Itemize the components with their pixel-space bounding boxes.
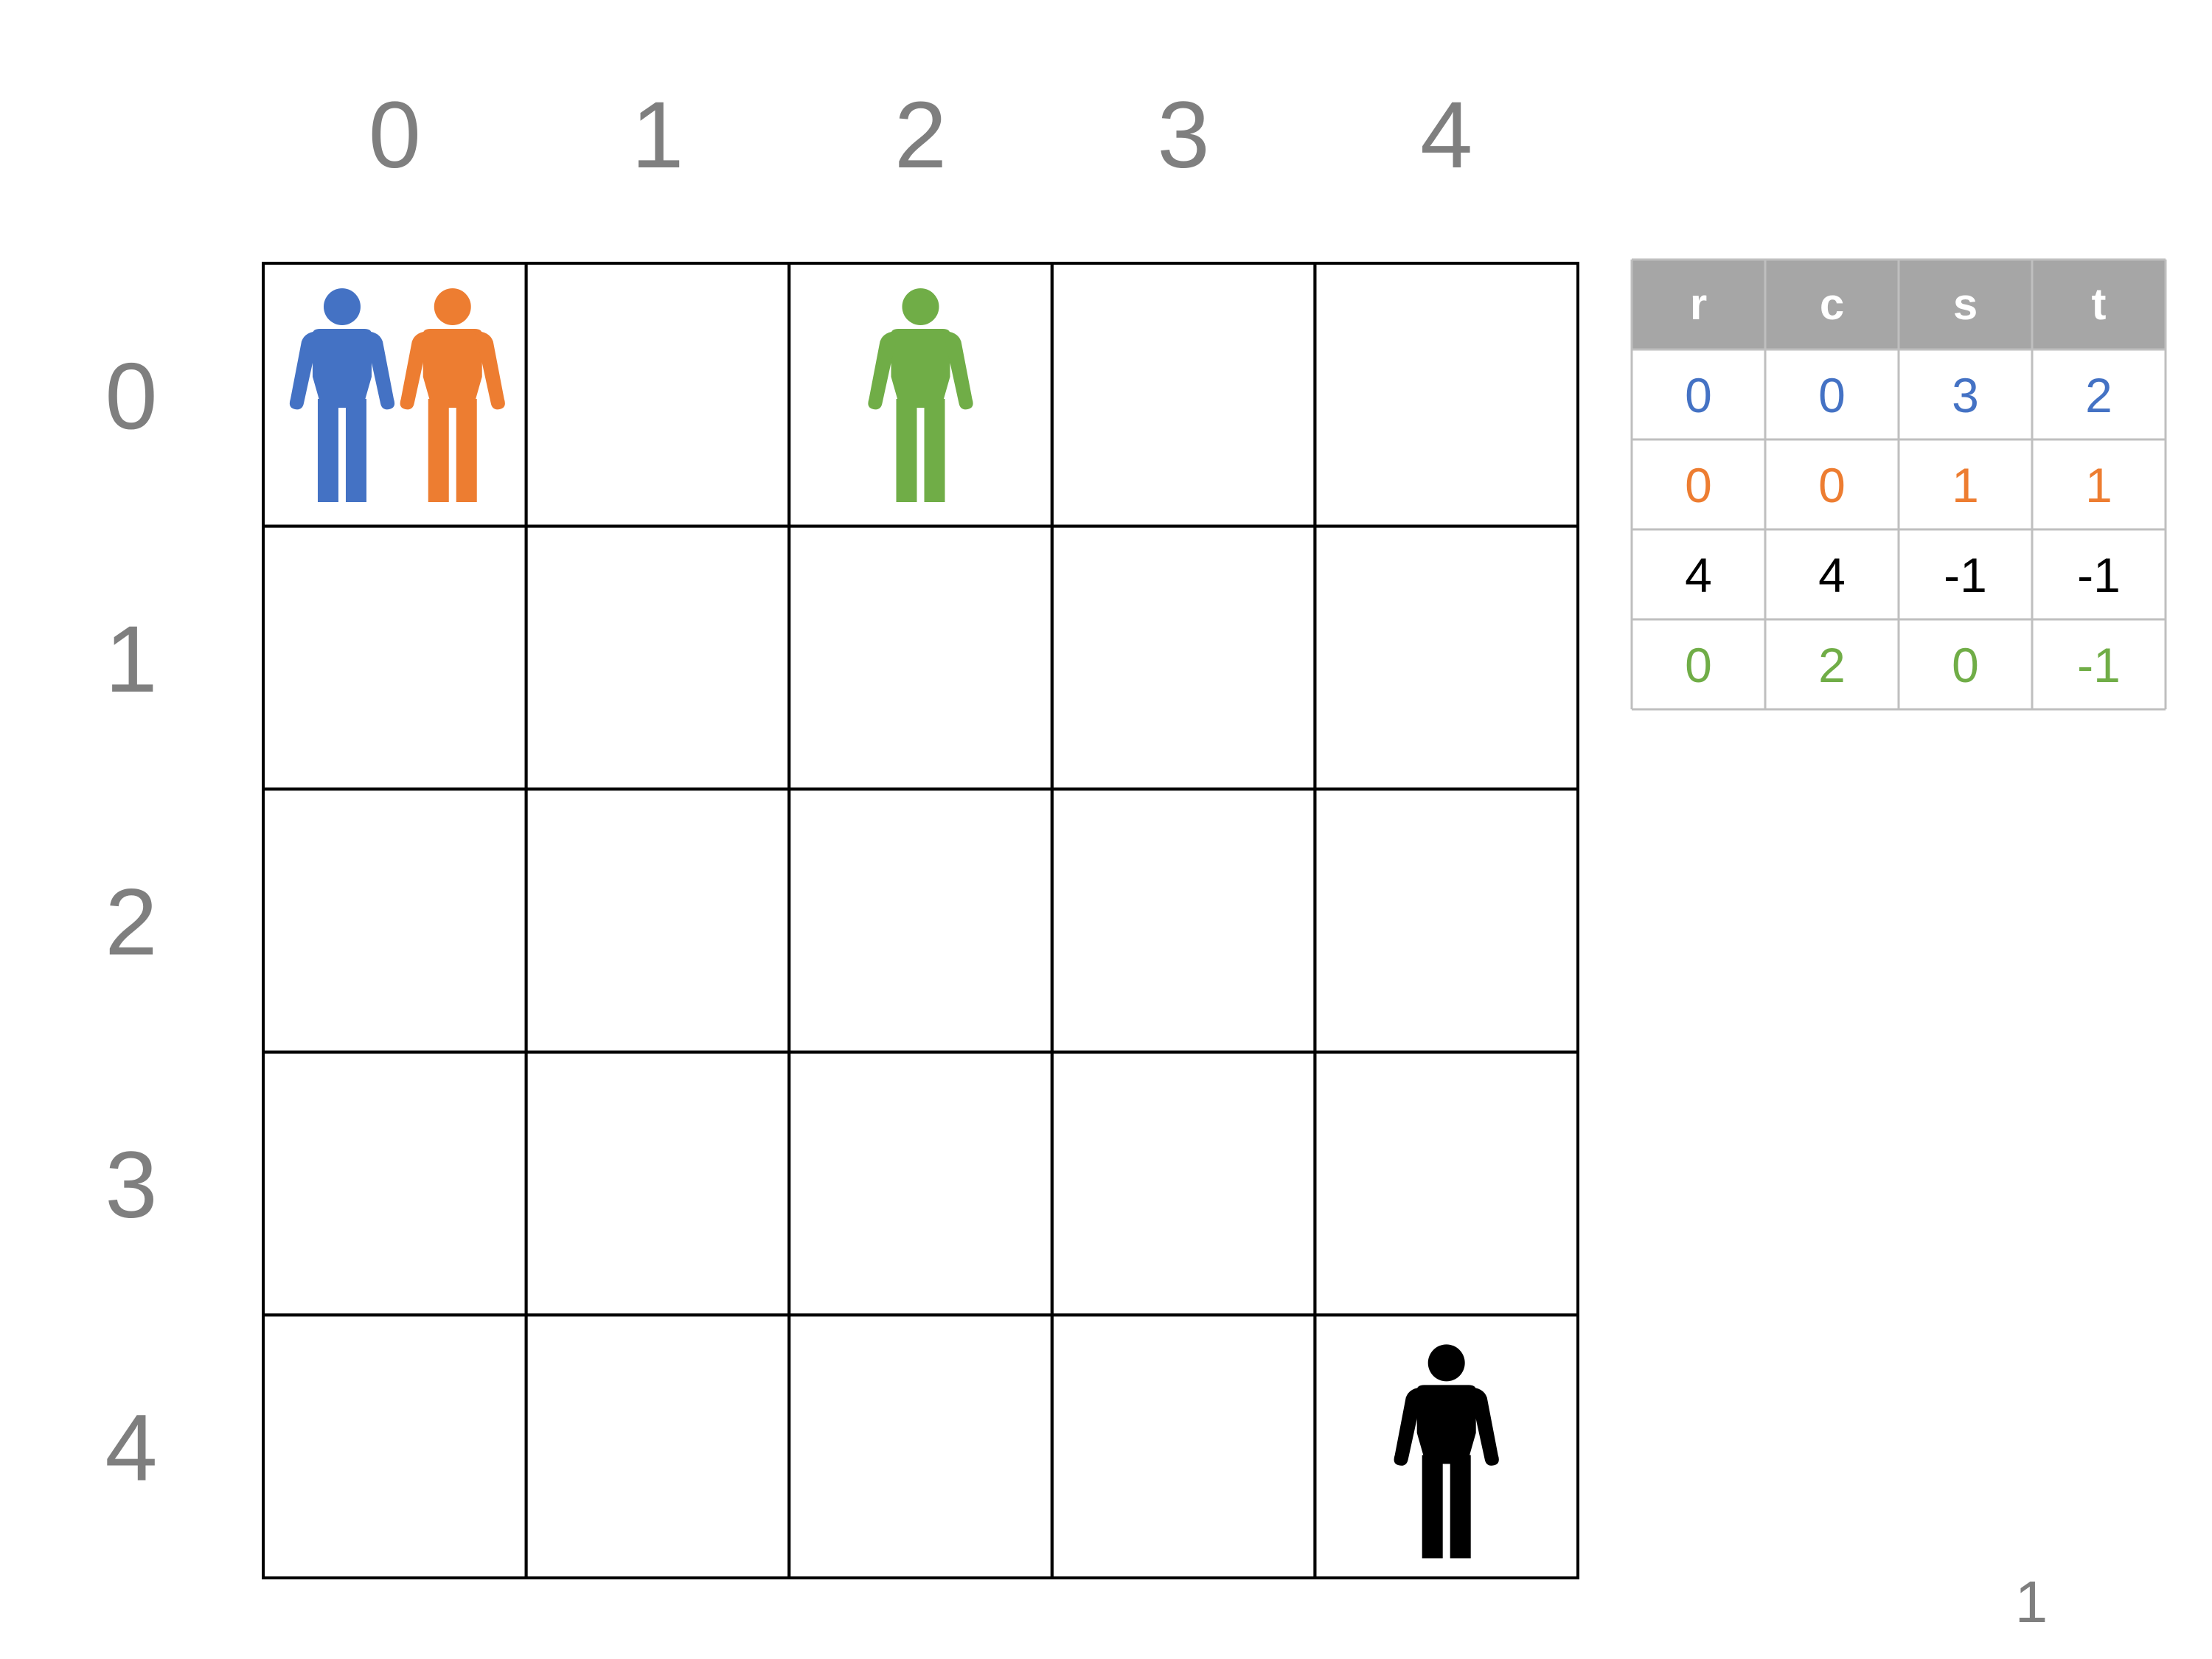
people — [289, 288, 1499, 1559]
state-table: r c s t 0 0 3 2 0 0 1 1 4 4 -1 -1 0 2 0 -1 — [1630, 258, 2167, 711]
grid-cell-1-3 — [1050, 524, 1317, 791]
grid-cell-2-4 — [1313, 787, 1580, 1054]
person-green-icon — [868, 288, 973, 502]
grid-cell-1-1 — [524, 524, 791, 791]
col-label-0: 0 — [369, 83, 421, 188]
grid-cell-4-3 — [1050, 1313, 1317, 1580]
table-header-c: c — [1820, 279, 1844, 329]
table-cell: 3 — [1952, 368, 1979, 422]
grid-cell-2-0 — [262, 787, 528, 1054]
page-number: 1 — [2015, 1569, 2048, 1635]
grid-cell-2-3 — [1050, 787, 1317, 1054]
row-label-2: 2 — [105, 870, 157, 975]
col-label-1: 1 — [631, 83, 684, 188]
table-cell: 0 — [1685, 458, 1712, 512]
grid-cell-4-4 — [1313, 1313, 1580, 1580]
table-cell: -1 — [2077, 548, 2121, 602]
col-label-3: 3 — [1158, 83, 1210, 188]
grid-cell-3-1 — [524, 1050, 791, 1317]
grid-cell-3-0 — [262, 1050, 528, 1317]
table-cell: -1 — [2077, 638, 2121, 692]
table-header-s: s — [1953, 279, 1978, 329]
grid-cell-3-3 — [1050, 1050, 1317, 1317]
grid-cell-1-0 — [262, 524, 528, 791]
row-label-1: 1 — [105, 607, 157, 712]
grid-cell-3-4 — [1313, 1050, 1580, 1317]
grid-cell-0-4 — [1313, 262, 1580, 528]
table-cell: 1 — [1952, 458, 1979, 512]
grid-cell-2-2 — [787, 787, 1054, 1054]
grid-cell-4-2 — [787, 1313, 1054, 1580]
grid-cell-4-1 — [524, 1313, 791, 1580]
person-orange-icon — [400, 288, 505, 502]
row-labels: 0 1 2 3 4 — [105, 344, 157, 1500]
person-blue-icon — [289, 288, 395, 502]
grid-cell-1-4 — [1313, 524, 1580, 791]
grid-cell-3-2 — [787, 1050, 1054, 1317]
table-cell: 0 — [1818, 368, 1846, 422]
table-header-r: r — [1690, 279, 1707, 329]
table-cell: 0 — [1685, 368, 1712, 422]
grid-cell-0-1 — [524, 262, 791, 528]
row-label-0: 0 — [105, 344, 157, 449]
grid-cell-4-0 — [262, 1313, 528, 1580]
grid — [262, 262, 1580, 1580]
row-label-4: 4 — [105, 1396, 157, 1501]
col-label-2: 2 — [894, 83, 947, 188]
table-cell: -1 — [1944, 548, 1987, 602]
table-cell: 1 — [2085, 458, 2112, 512]
table-cell: 4 — [1685, 548, 1712, 602]
person-black-icon — [1394, 1344, 1499, 1559]
table-cell: 0 — [1952, 638, 1979, 692]
table-cell: 0 — [1818, 458, 1846, 512]
table-cell: 2 — [1818, 638, 1846, 692]
table-cell: 4 — [1818, 548, 1846, 602]
grid-cell-0-3 — [1050, 262, 1317, 528]
table-header-t: t — [2092, 279, 2107, 329]
col-label-4: 4 — [1420, 83, 1472, 188]
grid-cell-1-2 — [787, 524, 1054, 791]
row-label-3: 3 — [105, 1133, 157, 1238]
table-cell: 0 — [1685, 638, 1712, 692]
column-labels: 0 1 2 3 4 — [369, 83, 1473, 188]
grid-cell-2-1 — [524, 787, 791, 1054]
table-cell: 2 — [2085, 368, 2112, 422]
